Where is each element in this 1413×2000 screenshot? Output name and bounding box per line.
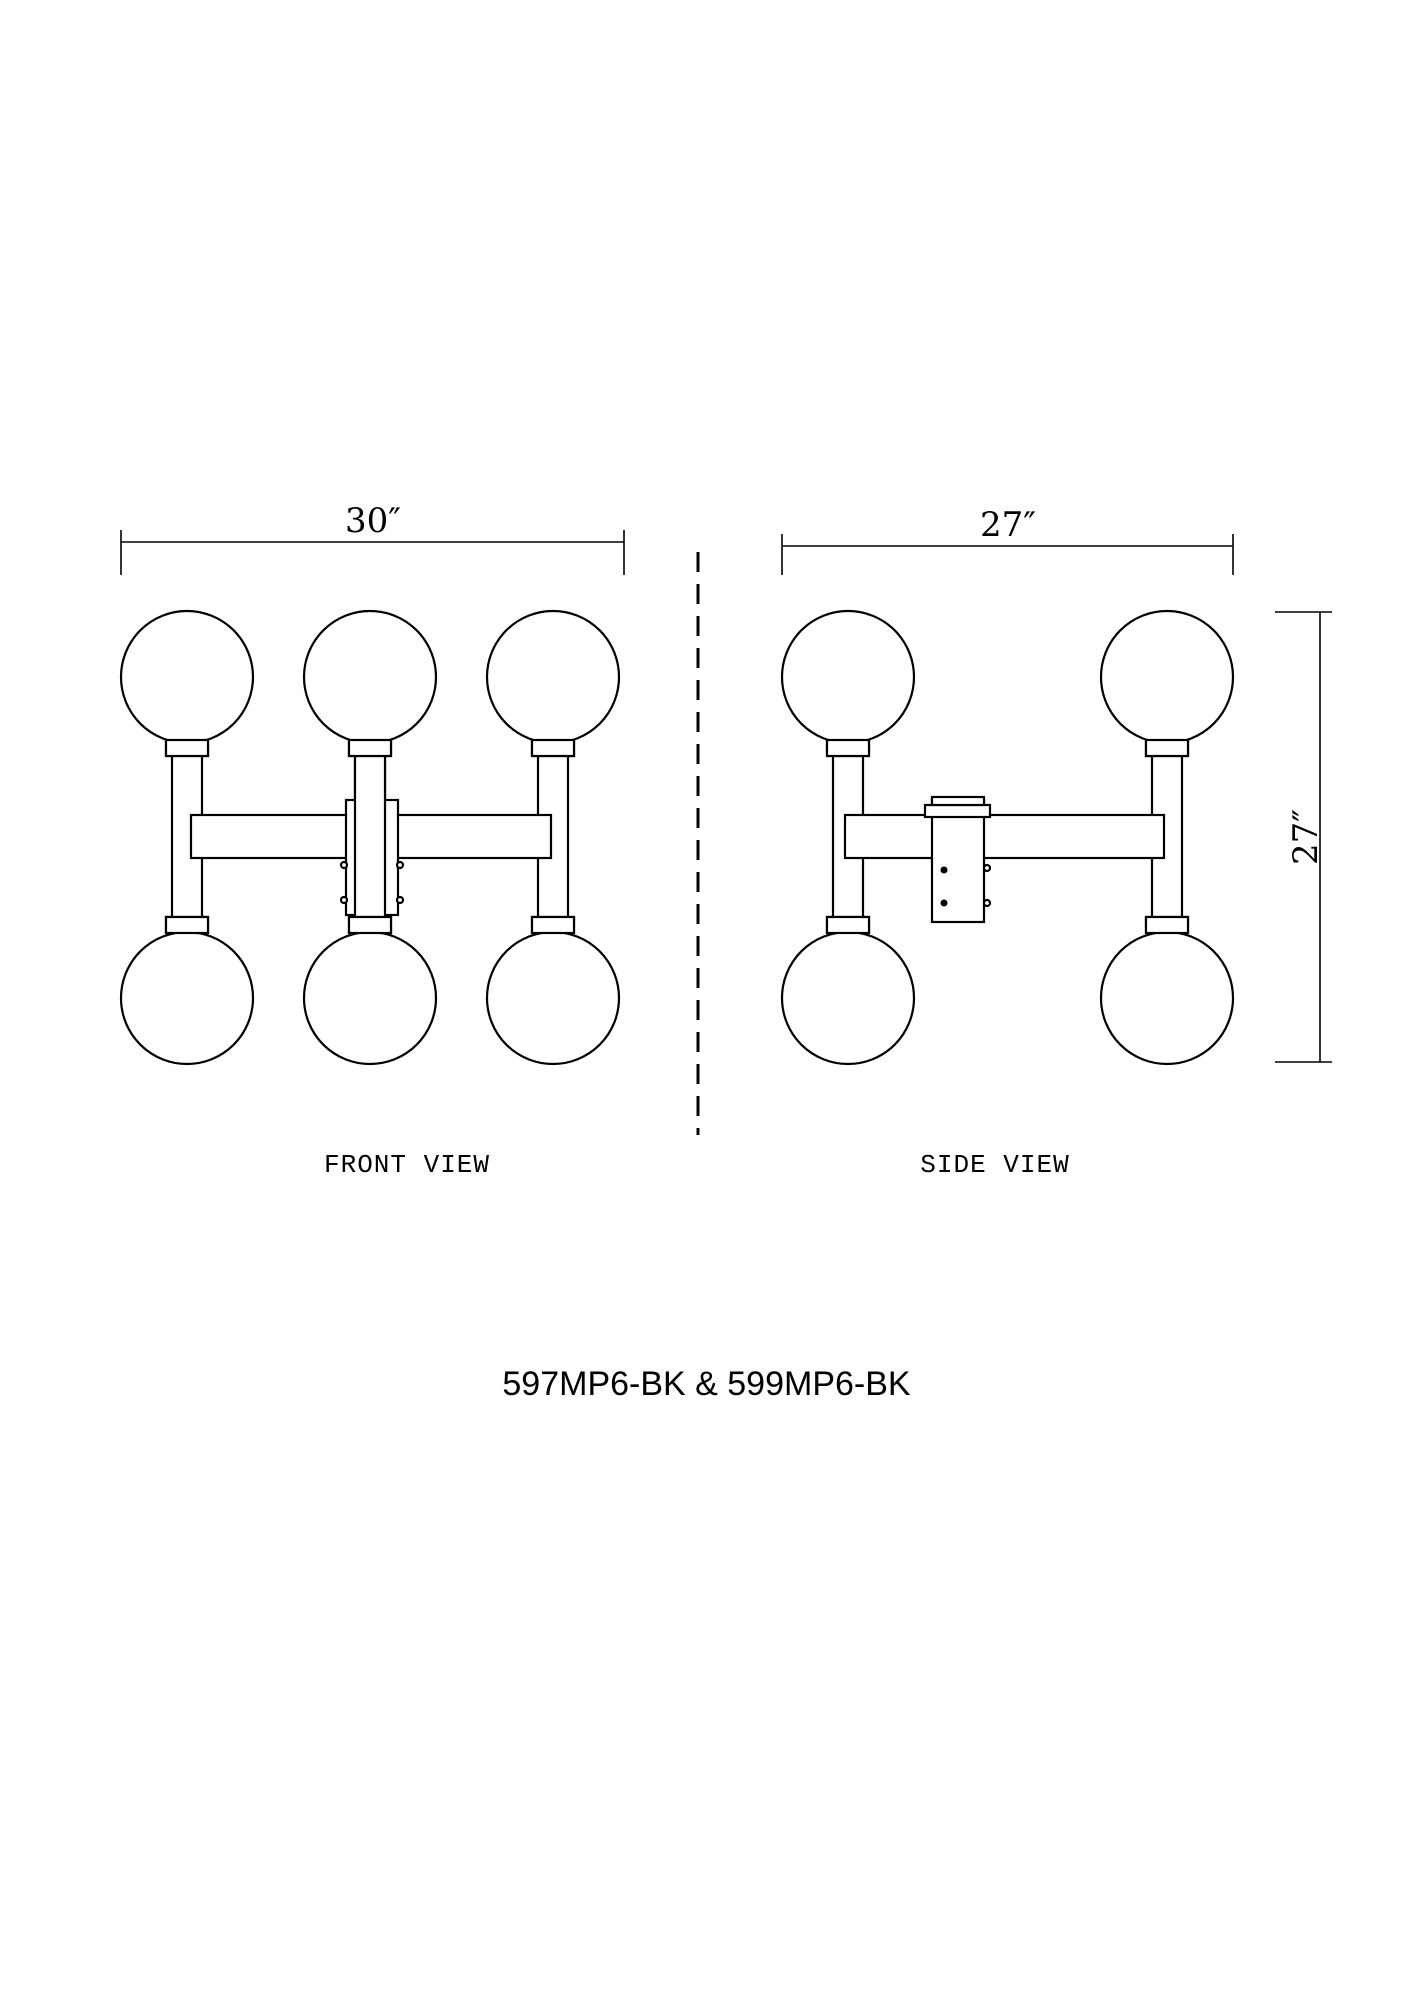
- side-height-dimension: 27″: [1275, 611, 1332, 1063]
- front-center-post-overlay: [353, 753, 387, 920]
- model-number: 597MP6-BK & 599MP6-BK: [502, 1365, 911, 1403]
- side-height-label: 27″: [1286, 809, 1326, 865]
- front-globe-bottom-right: [485, 930, 621, 1066]
- front-width-label: 30″: [345, 501, 401, 541]
- front-globe-bottom-center: [302, 930, 438, 1066]
- front-width-dimension: 30″: [120, 501, 625, 575]
- side-arm-right: [977, 813, 1166, 860]
- front-globe-top-right: [485, 609, 621, 745]
- side-view: 27″ 27″: [780, 505, 1332, 1180]
- side-view-caption: SIDE VIEW: [920, 1150, 1069, 1180]
- front-view: 30″ FRONT VIEW: [119, 501, 625, 1180]
- side-globe-bottom-left: [780, 930, 916, 1066]
- side-globe-top-left: [780, 609, 916, 745]
- side-width-label: 27″: [980, 505, 1036, 545]
- side-wall-bracket: [923, 795, 992, 924]
- front-globe-top-left: [119, 609, 255, 745]
- side-globe-bottom-right: [1099, 930, 1235, 1066]
- side-width-dimension: 27″: [781, 505, 1234, 575]
- front-globe-bottom-left: [119, 930, 255, 1066]
- side-globe-top-right: [1099, 609, 1235, 745]
- front-view-caption: FRONT VIEW: [324, 1150, 490, 1180]
- front-globe-top-center: [302, 609, 438, 745]
